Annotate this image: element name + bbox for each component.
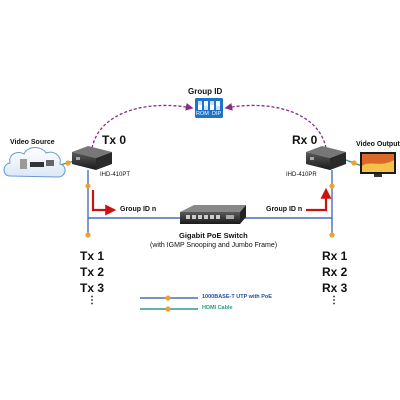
legend-utp-label: 1000BASE-T UTP with PoE <box>202 294 272 300</box>
poe-switch-icon <box>180 205 246 224</box>
legend-utp-swatch <box>140 295 198 301</box>
tx-model-label: IHD-410PT <box>100 172 131 178</box>
group-id-label: Group ID <box>188 87 223 96</box>
legend-hdmi-label: HDMI Cable <box>202 305 233 311</box>
connector-source <box>65 160 71 166</box>
tx0-label: Tx 0 <box>102 133 127 147</box>
connector-tx0 <box>85 183 91 189</box>
group-id-n-left: Group ID n <box>120 206 157 213</box>
rx-list-item: Rx 2 <box>322 265 348 279</box>
rx-model-label: IHD-410PR <box>286 172 317 178</box>
media-player-icon <box>30 162 44 167</box>
tx0-device-icon <box>72 146 112 170</box>
rx0-device-icon <box>306 146 346 170</box>
rx-list-ellipsis: ⋮ <box>329 295 339 306</box>
switch-subtitle: (with IGMP Snooping and Jumbo Frame) <box>150 242 278 249</box>
group-id-dashed-arc-left <box>91 103 194 149</box>
connector-output <box>351 160 357 166</box>
group-id-arrow-left <box>91 190 117 216</box>
rx0-label: Rx 0 <box>292 133 318 147</box>
tx-list-item: Tx 3 <box>80 281 105 295</box>
tx-list-item: Tx 2 <box>80 265 105 279</box>
laptop-icon <box>46 160 54 166</box>
tv-icon <box>360 152 396 177</box>
video-source-cloud-icon <box>3 147 66 178</box>
connector-tx-list <box>85 232 91 238</box>
video-source-label: Video Source <box>10 139 55 146</box>
tx-list-ellipsis: ⋮ <box>87 295 97 306</box>
computer-icon <box>20 159 27 169</box>
dip-label-rom: ROM <box>196 111 209 117</box>
group-id-n-right: Group ID n <box>266 206 303 213</box>
switch-title: Gigabit PoE Switch <box>179 231 248 240</box>
rx-list-item: Rx 1 <box>322 249 348 263</box>
group-id-dashed-arc-right <box>224 103 327 149</box>
rx-list-item: Rx 3 <box>322 281 348 295</box>
group-id-arrow-right <box>306 187 332 212</box>
tx-list-item: Tx 1 <box>80 249 105 263</box>
legend-hdmi-swatch <box>140 306 198 312</box>
connector-rx-list <box>329 232 335 238</box>
video-output-label: Video Output <box>356 141 400 148</box>
dip-switch-icon <box>195 98 223 118</box>
connector-rx0 <box>329 183 335 189</box>
dip-label-dip: DIP <box>212 111 222 117</box>
